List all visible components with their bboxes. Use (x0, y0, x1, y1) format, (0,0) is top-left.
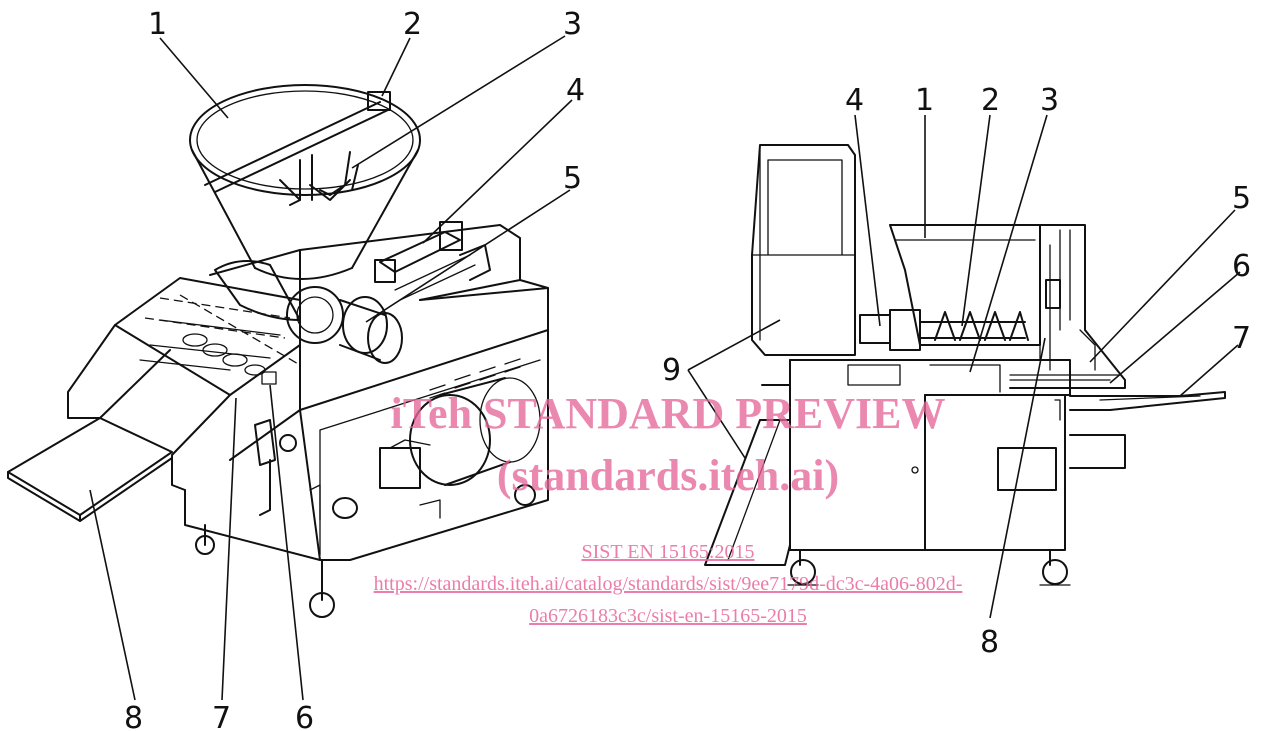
right-callout-5: 5 (1232, 181, 1251, 216)
left-callout-numbers: 1 2 3 4 5 8 7 6 (124, 7, 585, 731)
right-callout-9: 9 (662, 353, 681, 388)
left-callout-8: 8 (124, 701, 143, 731)
left-callout-2: 2 (403, 7, 422, 42)
right-machine-drawing (704, 144, 1226, 586)
right-callout-6: 6 (1232, 249, 1251, 284)
watermark: iTeh STANDARD PREVIEW (standards.iteh.ai… (374, 389, 963, 627)
watermark-catalog-url-2[interactable]: 0a6726183c3c/sist-en-15165-2015 (529, 605, 807, 627)
right-callout-8: 8 (980, 625, 999, 660)
left-callout-6: 6 (295, 701, 314, 731)
left-callout-1: 1 (148, 7, 167, 42)
left-callout-7: 7 (212, 701, 231, 731)
left-callout-4: 4 (566, 73, 585, 108)
right-callout-4: 4 (845, 83, 864, 118)
right-callout-1: 1 (915, 83, 934, 118)
watermark-standard-link[interactable]: SIST EN 15165:2015 (582, 541, 755, 563)
left-machine-drawing (7, 84, 549, 618)
left-callout-5: 5 (563, 161, 582, 196)
right-leader-lines (687, 114, 1241, 619)
left-callout-3: 3 (563, 7, 582, 42)
right-callout-3: 3 (1040, 83, 1059, 118)
watermark-site: (standards.iteh.ai) (497, 451, 839, 500)
watermark-catalog-url-1[interactable]: https://standards.iteh.ai/catalog/standa… (374, 573, 963, 595)
watermark-title: iTeh STANDARD PREVIEW (391, 389, 946, 438)
right-callout-7: 7 (1232, 321, 1251, 356)
right-callout-2: 2 (981, 83, 1000, 118)
left-leader-lines (89, 35, 573, 701)
right-callout-numbers: 4 1 2 3 5 6 7 9 8 (662, 83, 1251, 660)
